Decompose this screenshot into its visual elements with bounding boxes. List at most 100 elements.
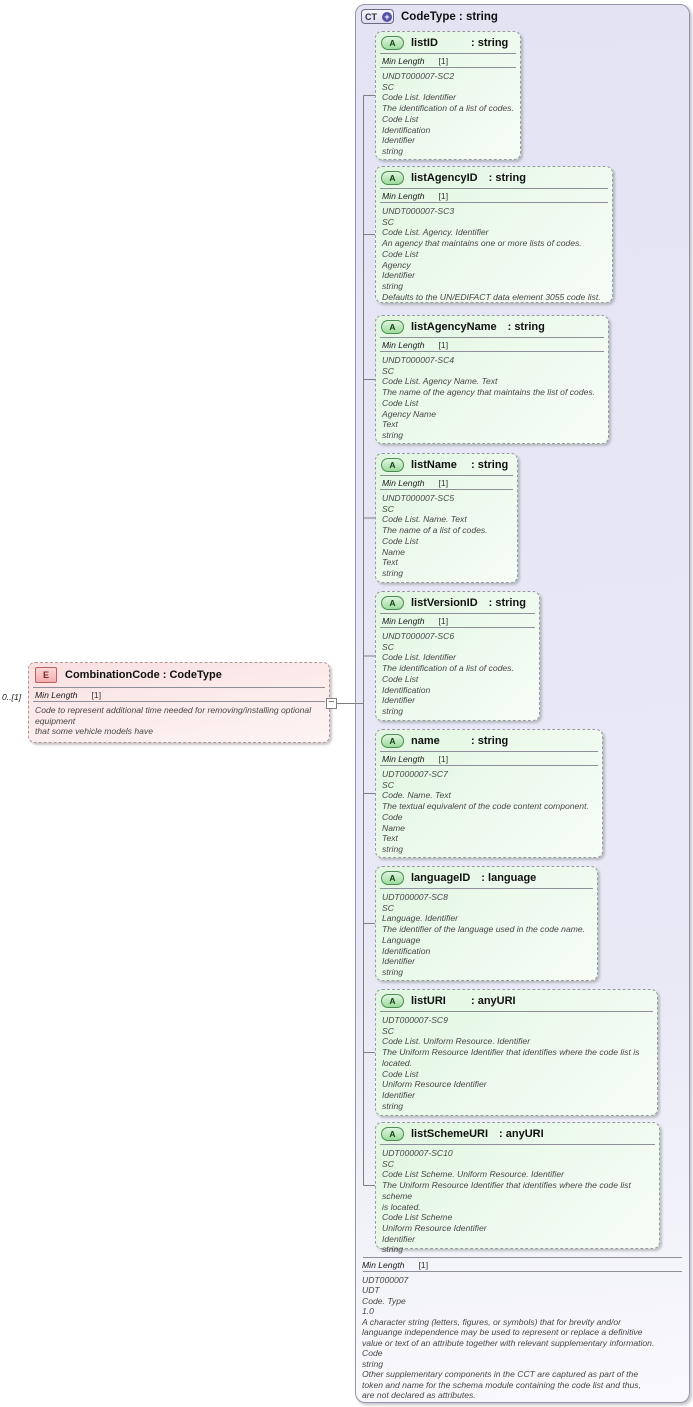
attribute-name: listName [411, 458, 457, 471]
attribute-type: : string [471, 36, 509, 49]
element-header: E CombinationCode : CodeType [29, 663, 329, 687]
attribute-type: : string [471, 458, 509, 471]
codetype-documentation: UDT000007 UDT Code. Type 1.0 A character… [362, 1275, 655, 1400]
attribute-type: : string [488, 171, 526, 184]
element-icon: E [35, 667, 57, 683]
facet-name: Min Length [382, 616, 425, 626]
divider [380, 188, 608, 189]
codetype-facet-row: Min Length [1] [359, 1258, 686, 1271]
attribute-facet-row: Min Length [1] [376, 338, 608, 351]
attribute-icon: A [381, 457, 404, 472]
facet-name: Min Length [382, 56, 425, 66]
facet-value: [1] [438, 478, 449, 488]
attribute-facet-row: Min Length [1] [376, 189, 612, 202]
facet-value: [1] [438, 191, 449, 201]
attribute-facet-row: Min Length [1] [376, 752, 602, 765]
divider [380, 1144, 655, 1145]
attribute-icon: A [381, 319, 404, 334]
attribute-documentation: UNDT000007-SC5 SC Code List. Name. Text … [382, 493, 488, 578]
attribute-icon: A [381, 1126, 404, 1141]
attribute-name: listURI [411, 994, 446, 1007]
attribute-type: : string [488, 596, 526, 609]
attribute-type: : language [481, 871, 537, 884]
attribute-facet-row: Min Length [1] [376, 476, 517, 489]
divider [380, 351, 604, 352]
divider [380, 475, 513, 476]
divider [380, 489, 513, 490]
facet-name: Min Length [362, 1260, 405, 1270]
facet-name: Min Length [382, 191, 425, 201]
attribute-type: : anyURI [499, 1127, 544, 1140]
complextype-icon: CT + [361, 9, 394, 24]
collapse-toggle-icon[interactable]: − [326, 698, 337, 709]
divider [363, 1257, 682, 1258]
facet-name: Min Length [382, 754, 425, 764]
attribute-name: listAgencyName [411, 320, 497, 333]
attribute-documentation: UDT000007-SC10 SC Code List Scheme. Unif… [382, 1148, 631, 1255]
attribute-documentation: UDT000007-SC8 SC Language. Identifier Th… [382, 892, 586, 977]
attribute-name: listID [411, 36, 438, 49]
attribute-facet-row: Min Length [1] [376, 54, 520, 67]
attribute-type: : anyURI [471, 994, 516, 1007]
divider [380, 1011, 653, 1012]
attribute-icon: A [381, 993, 404, 1008]
attribute-documentation: UNDT000007-SC6 SC Code List. Identifier … [382, 631, 514, 716]
attribute-facet-row: Min Length [1] [376, 614, 539, 627]
attribute-documentation: UNDT000007-SC3 SC Code List. Agency. Ide… [382, 206, 601, 302]
attribute-name: name [411, 734, 440, 747]
attribute-documentation: UDT000007-SC7 SC Code. Name. Text The te… [382, 769, 589, 854]
codetype-bottom-section: Min Length [1] UDT000007 UDT Code. Type … [359, 1257, 686, 1400]
facet-name: Min Length [382, 340, 425, 350]
attribute-icon: A [381, 170, 404, 185]
complextype-title: CodeType : string [401, 10, 498, 23]
divider [380, 888, 593, 889]
divider [380, 202, 608, 203]
complextype-header: CT + CodeType : string [361, 9, 498, 24]
facet-value: [1] [91, 690, 102, 700]
attribute-icon: A [381, 35, 404, 50]
attribute-name: languageID [411, 871, 471, 884]
multiplicity-label: 0..[1] [2, 692, 22, 702]
attribute-icon: A [381, 595, 404, 610]
attribute-name: listAgencyID [411, 171, 478, 184]
facet-name: Min Length [382, 478, 425, 488]
divider [380, 337, 604, 338]
divider [33, 701, 325, 702]
divider [380, 613, 535, 614]
expand-plus-icon[interactable]: + [382, 12, 392, 22]
element-facet-row: Min Length [1] [29, 688, 329, 701]
facet-value: [1] [438, 754, 449, 764]
element-combinationcode-box[interactable]: E CombinationCode : CodeType Min Length … [28, 662, 330, 743]
divider [380, 53, 516, 54]
divider [380, 627, 535, 628]
attribute-name: listVersionID [411, 596, 478, 609]
divider [380, 67, 516, 68]
attribute-icon: A [381, 733, 404, 748]
facet-value: [1] [438, 340, 449, 350]
attribute-documentation: UNDT000007-SC2 SC Code List. Identifier … [382, 71, 514, 156]
facet-name: Min Length [35, 690, 78, 700]
facet-value: [1] [438, 56, 449, 66]
divider [363, 1271, 682, 1272]
divider [380, 751, 598, 752]
facet-value: [1] [438, 616, 449, 626]
